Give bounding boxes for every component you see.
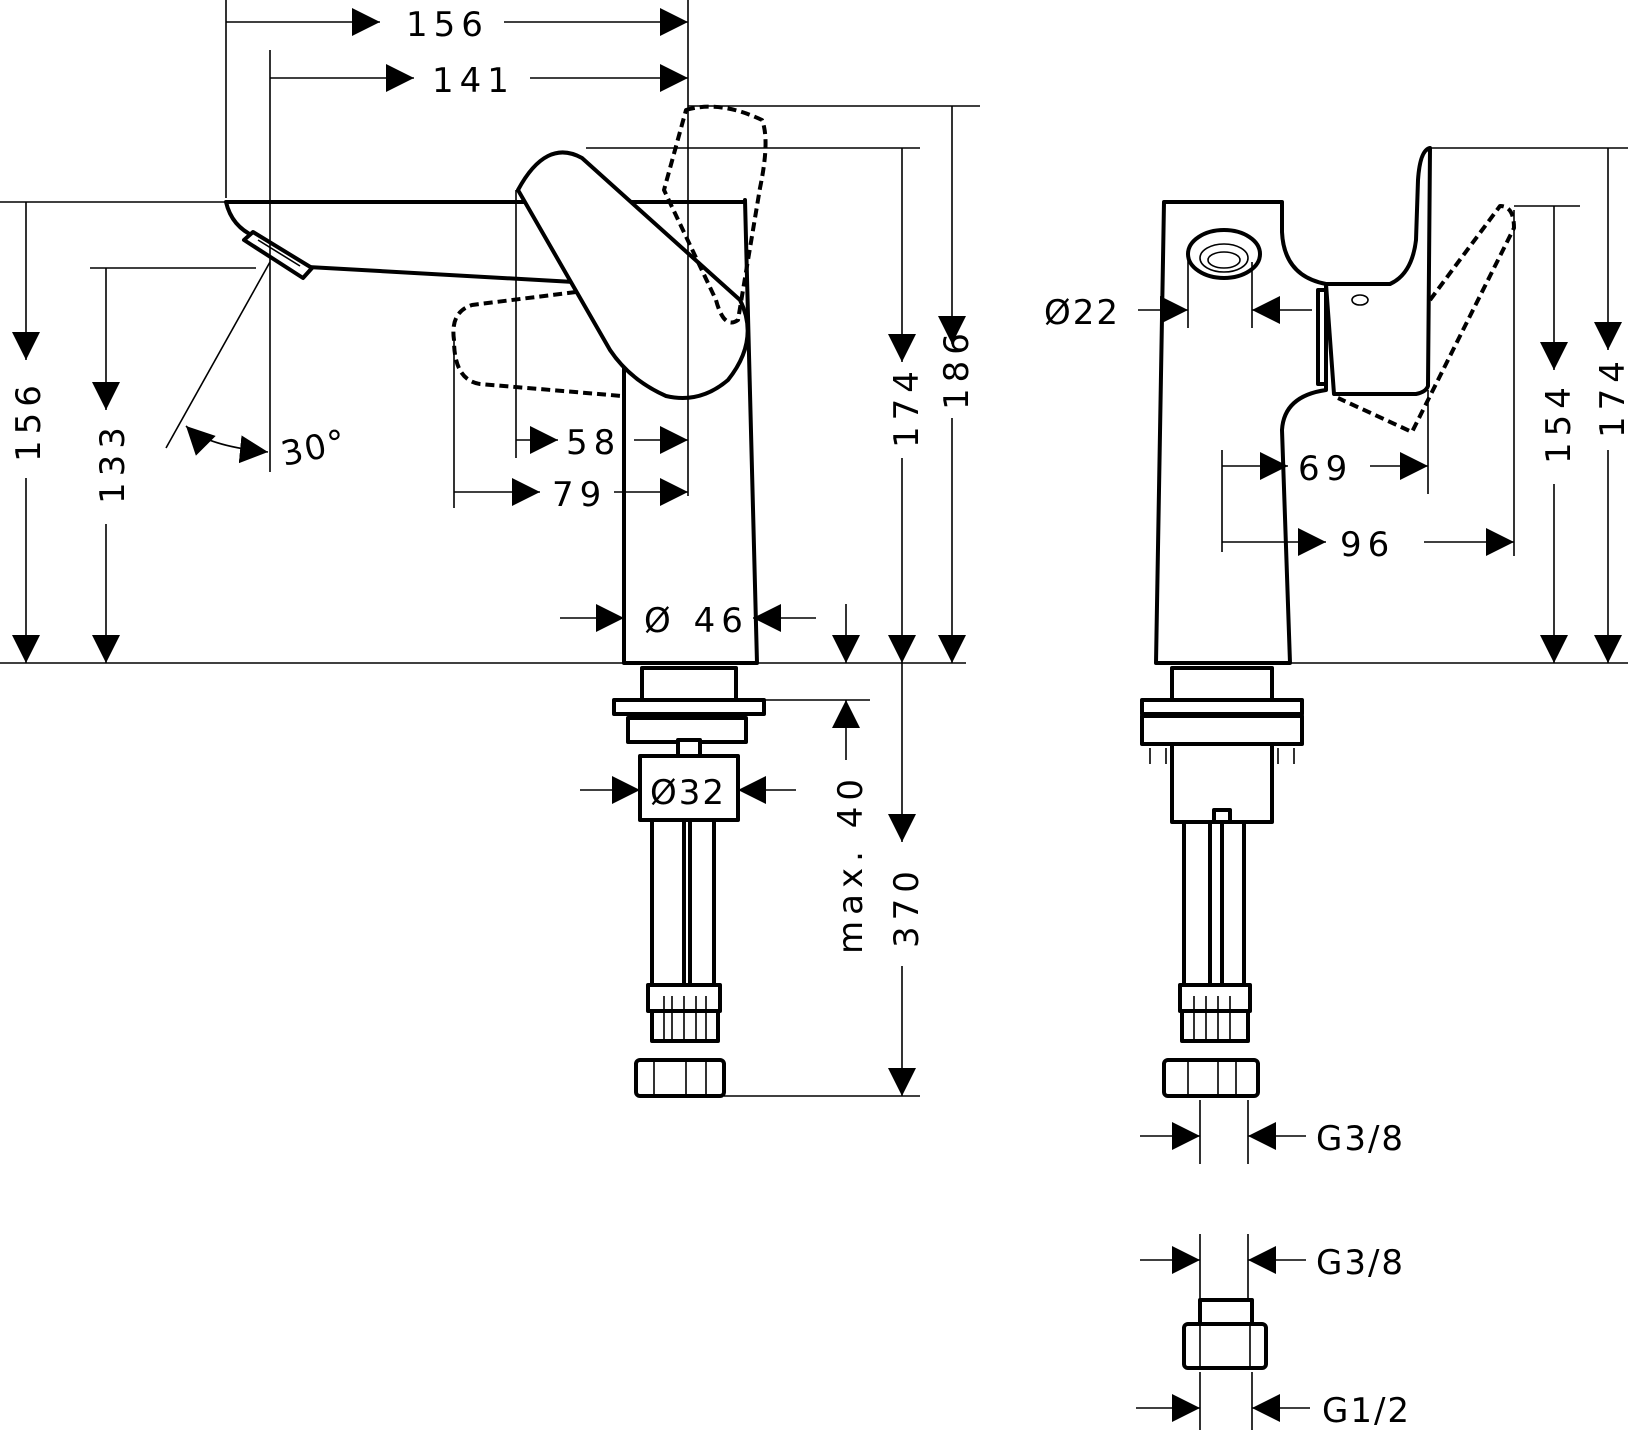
dim-lever-96: 96 <box>1340 525 1395 565</box>
dim-hose-thread-g38: G3/8 <box>1316 1119 1405 1159</box>
dim-lever-58: 58 <box>566 423 621 463</box>
dim-adapter-thread-in: G3/8 <box>1316 1243 1405 1283</box>
front-washer <box>1140 698 1304 716</box>
mounting-nut <box>676 738 702 758</box>
dim-height-186: 186 <box>937 327 977 410</box>
dim-height-154: 154 <box>1539 381 1579 464</box>
dim-shank-diameter-32: Ø32 <box>650 773 726 813</box>
front-view: Ø22 69 96 154 174 G3/8 G3/8 <box>1044 146 1628 1430</box>
dim-body-diameter-46: Ø 46 <box>644 601 749 641</box>
dim-height-174: 174 <box>887 365 927 448</box>
mounting-washer <box>612 698 766 716</box>
lever-raised-outline <box>662 104 768 325</box>
dim-height-174-front: 174 <box>1593 355 1628 438</box>
front-body <box>1154 200 1328 665</box>
dim-lever-69: 69 <box>1298 449 1353 489</box>
front-lever <box>1324 146 1432 396</box>
dim-height-156: 156 <box>9 379 49 462</box>
base-ring <box>640 666 738 702</box>
aerator-ring <box>1186 228 1262 280</box>
aerator <box>242 230 314 280</box>
front-hose-nut <box>1162 1058 1260 1098</box>
front-plate <box>1140 714 1304 746</box>
side-view: 156 141 156 133 30° 58 79 174 186 <box>0 0 980 1098</box>
dim-width-156: 156 <box>406 5 489 45</box>
lever-handle <box>516 150 750 400</box>
front-hoses <box>1162 820 1260 1098</box>
hose-nut <box>634 1058 726 1098</box>
dim-height-133: 133 <box>93 421 133 504</box>
front-base-ring <box>1170 666 1274 702</box>
dim-adapter-thread-out: G1/2 <box>1322 1391 1411 1430</box>
dim-max-40: max. 40 <box>831 773 871 954</box>
dim-reach-141: 141 <box>432 61 515 101</box>
dim-hose-370: 370 <box>887 865 927 948</box>
supply-hoses <box>634 818 726 1098</box>
dim-lever-79: 79 <box>552 475 607 515</box>
thread-adapter: G3/8 G1/2 <box>1136 1234 1411 1430</box>
dim-aerator-diameter-22: Ø22 <box>1044 293 1120 333</box>
dim-angle-30: 30° <box>278 422 351 475</box>
